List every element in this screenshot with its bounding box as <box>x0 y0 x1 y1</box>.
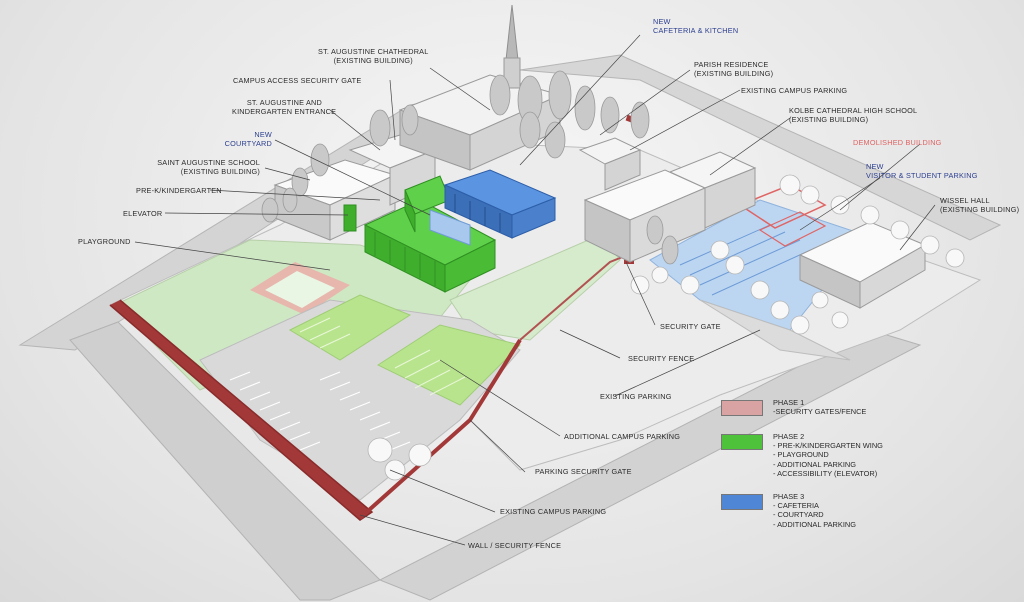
legend-swatch-phase-3 <box>721 494 763 510</box>
demolished-building-outline <box>738 184 827 229</box>
additional-parking-west <box>288 294 412 361</box>
trees-white <box>367 174 965 481</box>
road-bottom <box>69 321 381 601</box>
baseball-field <box>250 262 350 315</box>
label-security-gate: SECURITY GATE <box>660 322 721 331</box>
label-existing-parking: EXISTING PARKING <box>600 392 672 401</box>
additional-parking-east <box>376 324 521 406</box>
label-parking-security-gate: PARKING SECURITY GATE <box>535 467 632 476</box>
label-parish-residence: PARISH RESIDENCE(EXISTING BUILDING) <box>694 60 774 78</box>
label-kolbe-high-school: KOLBE CATHEDRAL HIGH SCHOOL(EXISTING BUI… <box>789 106 918 124</box>
road-right <box>378 329 922 601</box>
label-demolished-building: DEMOLISHED BUILDING <box>853 138 942 147</box>
additional-parking-stripes <box>299 317 466 396</box>
wall-security-fence <box>109 299 374 521</box>
label-cathedral: ST. AUGUSTINE CHATHEDRAL(EXISTING BUILDI… <box>318 47 429 65</box>
trees <box>261 70 679 265</box>
label-security-fence: SECURITY FENCE <box>628 354 695 363</box>
label-existing-campus-parking-bottom: EXISTING CAMPUS PARKING <box>500 507 607 516</box>
label-elevator: ELEVATOR <box>123 209 163 218</box>
leader-lines <box>134 34 936 546</box>
road-top <box>519 54 1002 241</box>
demolished-building-outline-2 <box>758 211 827 247</box>
label-playground: PLAYGROUND <box>78 237 131 246</box>
label-campus-access-gate: CAMPUS ACCESS SECURITY GATE <box>233 76 362 85</box>
new-cafeteria-kitchen <box>443 169 557 239</box>
parking-stripes-south <box>229 371 411 451</box>
label-wall-security-fence: WALL / SECURITY FENCE <box>468 541 562 550</box>
new-courtyard <box>429 209 471 246</box>
parish-residence <box>578 137 642 191</box>
cathedral-spire <box>505 4 519 61</box>
elevator-tower <box>343 204 357 232</box>
label-additional-campus-parking: ADDITIONAL CAMPUS PARKING <box>564 432 681 441</box>
legend-swatch-phase-2 <box>721 434 763 450</box>
label-existing-campus-parking-top: EXISTING CAMPUS PARKING <box>741 86 848 95</box>
kolbe-cathedral-high-school <box>583 151 757 263</box>
label-saint-augustine-school: SAINT AUGUSTINE SCHOOL(EXISTING BUILDING… <box>157 158 260 176</box>
legend-swatch-phase-1 <box>721 400 763 416</box>
label-wissel-hall: WISSEL HALL(EXISTING BUILDING) <box>940 196 1020 214</box>
label-prek-kindergarten: PRE-K/KINDERGARTEN <box>136 186 222 195</box>
